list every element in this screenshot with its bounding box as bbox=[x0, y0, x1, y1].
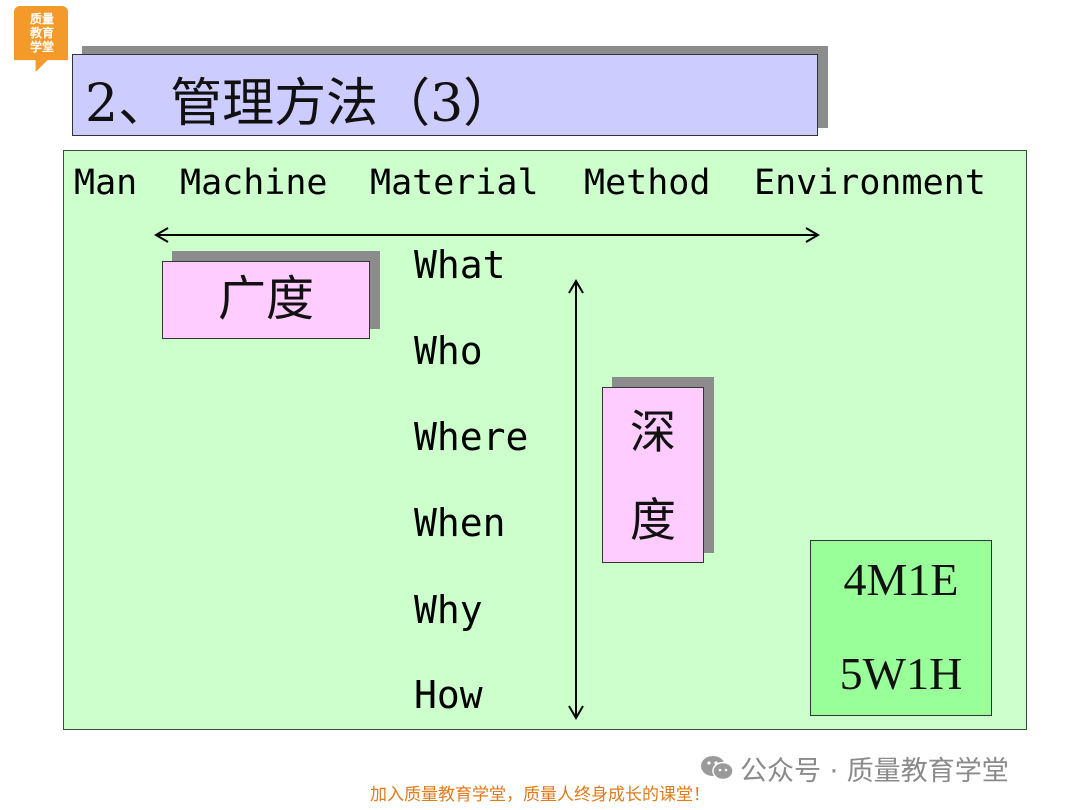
question-what: What bbox=[414, 243, 506, 287]
content-panel: Man Machine Material Method Environment … bbox=[63, 150, 1027, 730]
question-why: Why bbox=[414, 588, 483, 632]
question-when: When bbox=[414, 501, 506, 545]
breadth-box: 广度 bbox=[162, 261, 370, 339]
brand-logo-text: 质量 教育 学堂 bbox=[29, 12, 54, 54]
title-box: 2、管理方法（3） bbox=[72, 54, 818, 136]
brand-logo: 质量 教育 学堂 bbox=[14, 6, 68, 72]
footer-slogan: 加入质量教育学堂，质量人终身成长的课堂！ bbox=[370, 785, 710, 805]
summary-box: 4M1E 5W1H bbox=[810, 540, 992, 716]
wechat-icon bbox=[701, 756, 734, 781]
question-how: How bbox=[414, 673, 483, 717]
wechat-account-text: 公众号 · 质量教育学堂 bbox=[740, 755, 1009, 787]
category-material: Material bbox=[370, 163, 539, 203]
question-who: Who bbox=[414, 329, 483, 373]
category-man: Man bbox=[74, 163, 138, 203]
category-method: Method bbox=[584, 163, 711, 203]
wechat-account: 公众号 · 质量教育学堂 bbox=[700, 748, 1009, 788]
depth-label-1: 深 bbox=[630, 405, 676, 459]
category-environment: Environment bbox=[754, 163, 986, 203]
breadth-arrow bbox=[154, 227, 820, 243]
depth-arrow bbox=[568, 279, 584, 720]
question-where: Where bbox=[414, 415, 529, 459]
summary-5w1h: 5W1H bbox=[839, 648, 963, 699]
depth-box: 深 度 bbox=[602, 387, 704, 563]
page-title: 2、管理方法（3） bbox=[85, 74, 516, 134]
depth-label-2: 度 bbox=[630, 493, 676, 547]
summary-4m1e: 4M1E bbox=[843, 554, 959, 605]
category-machine: Machine bbox=[180, 163, 328, 203]
